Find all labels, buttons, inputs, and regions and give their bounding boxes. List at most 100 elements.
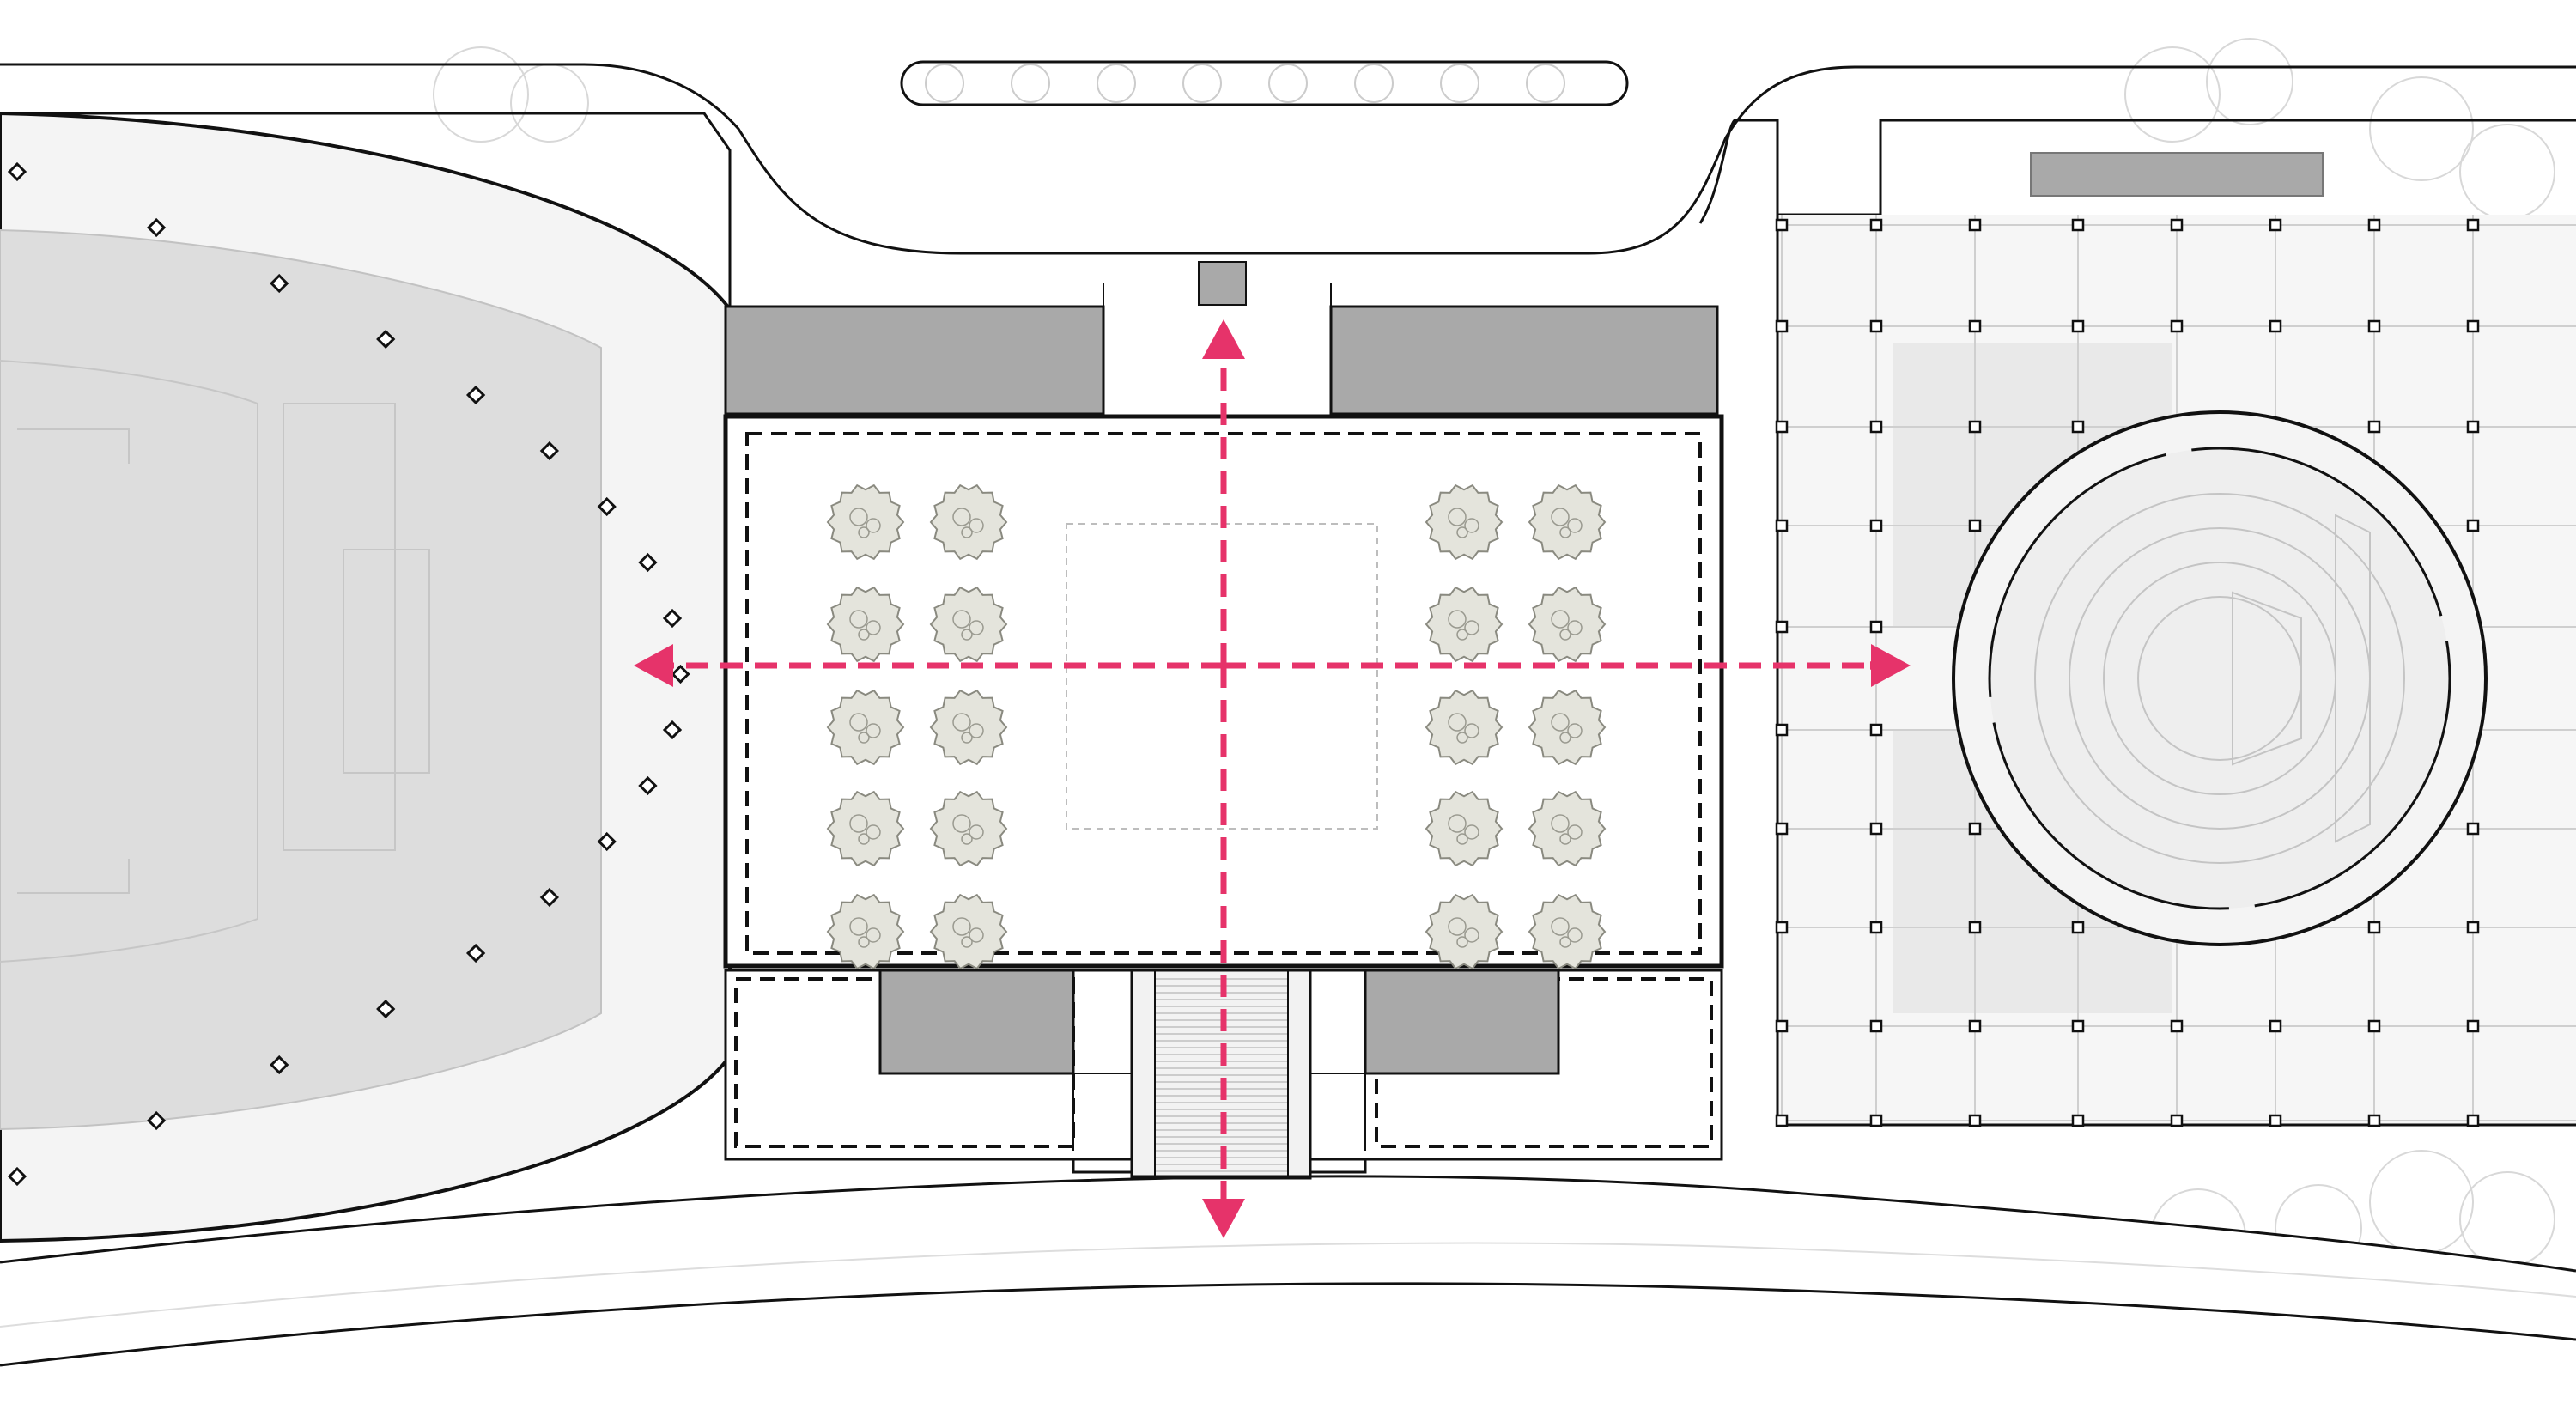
arrow-west-head bbox=[634, 644, 673, 687]
stadium-column bbox=[662, 720, 683, 740]
plaza-tree-detail bbox=[1456, 732, 1468, 744]
plaza-tree-detail bbox=[969, 518, 984, 533]
plaza-tree-detail bbox=[1448, 917, 1467, 936]
plaza-tree bbox=[1425, 790, 1504, 867]
arrow-south-head bbox=[1202, 1199, 1245, 1238]
plaza-tree-detail bbox=[961, 629, 973, 641]
plaza-tree bbox=[929, 790, 1008, 867]
plaza-tree bbox=[1425, 483, 1504, 561]
plaza-tree-detail bbox=[952, 814, 971, 833]
median-tree-circle bbox=[925, 64, 964, 103]
south-right-building bbox=[1364, 969, 1560, 1075]
hall-column bbox=[2071, 1019, 2085, 1033]
median-tree-circle bbox=[1097, 64, 1136, 103]
hall-column bbox=[2466, 519, 2480, 532]
hall-column bbox=[2367, 218, 2381, 232]
arrow-east-head bbox=[1871, 644, 1911, 687]
plaza-tree-detail bbox=[1448, 610, 1467, 629]
plaza-tree-detail bbox=[1559, 629, 1571, 641]
plaza-tree-detail bbox=[1448, 508, 1467, 526]
hall-column bbox=[1968, 218, 1982, 232]
south-annex-details bbox=[1072, 979, 1366, 1151]
stadium-column bbox=[662, 608, 683, 629]
plaza-tree-detail bbox=[1456, 833, 1468, 845]
stadium-column bbox=[638, 552, 658, 573]
plaza-tree-detail bbox=[849, 713, 868, 732]
stadium-columns bbox=[7, 161, 690, 1187]
stadium-column bbox=[270, 1055, 289, 1075]
stairway-treads bbox=[1154, 970, 1289, 1176]
stadium-column bbox=[376, 999, 396, 1019]
hall-column bbox=[2170, 1114, 2184, 1127]
hall-column bbox=[1775, 218, 1789, 232]
plaza-tree-detail bbox=[1567, 824, 1583, 840]
plaza-tree-detail bbox=[1567, 723, 1583, 738]
plaza-tree-detail bbox=[969, 824, 984, 840]
hall-column bbox=[1968, 319, 1982, 333]
hall-column bbox=[2466, 420, 2480, 434]
plaza-tree-detail bbox=[969, 723, 984, 738]
background-tree-circle bbox=[2124, 46, 2221, 143]
hall-column bbox=[2269, 319, 2282, 333]
hall-column bbox=[2367, 921, 2381, 934]
plaza-trees bbox=[826, 483, 1607, 970]
plaza-tree-detail bbox=[1567, 518, 1583, 533]
plaza-tree-detail bbox=[1559, 732, 1571, 744]
north-gate-walls bbox=[1103, 283, 1332, 307]
hall-column bbox=[1869, 723, 1883, 737]
plaza-tree-detail bbox=[866, 927, 881, 943]
plaza-tree bbox=[826, 483, 905, 561]
hall-column bbox=[1968, 921, 1982, 934]
plaza-tree bbox=[826, 689, 905, 766]
plaza-tree-detail bbox=[1551, 814, 1570, 833]
plaza-tree bbox=[826, 586, 905, 663]
hall-column bbox=[1869, 420, 1883, 434]
hall-column bbox=[1775, 420, 1789, 434]
stadium-column bbox=[597, 831, 617, 852]
hall-column bbox=[1968, 420, 1982, 434]
rotunda-seating bbox=[2034, 493, 2405, 864]
hall-column bbox=[2466, 1019, 2480, 1033]
hall-column bbox=[2071, 420, 2085, 434]
hall-column bbox=[2071, 218, 2085, 232]
rotunda-inner-ring bbox=[1988, 447, 2451, 910]
plaza-tree-detail bbox=[961, 526, 973, 538]
stadium-column bbox=[7, 161, 27, 182]
hall-column bbox=[1968, 1019, 1982, 1033]
hall-column bbox=[1869, 218, 1883, 232]
plaza-tree-detail bbox=[858, 936, 870, 948]
stadium bbox=[0, 111, 732, 1243]
median-tree-circle bbox=[1354, 64, 1394, 103]
hall-column bbox=[2269, 1114, 2282, 1127]
stadium-column bbox=[539, 887, 560, 908]
hall-column bbox=[2071, 319, 2085, 333]
plaza-tree bbox=[929, 893, 1008, 970]
plaza-tree-detail bbox=[1448, 814, 1467, 833]
hall-column bbox=[1775, 723, 1789, 737]
plaza-tree-detail bbox=[1464, 620, 1479, 635]
plaza-center-square bbox=[1066, 523, 1378, 830]
hall-column bbox=[1775, 822, 1789, 836]
arrow-north-head bbox=[1202, 319, 1245, 359]
plaza-tree-detail bbox=[1456, 629, 1468, 641]
hall-column bbox=[1869, 519, 1883, 532]
plaza-tree-detail bbox=[1464, 824, 1479, 840]
plaza-tree bbox=[1528, 893, 1607, 970]
stadium-field bbox=[0, 228, 602, 1131]
plaza-tree-detail bbox=[1456, 936, 1468, 948]
hall-column bbox=[1775, 519, 1789, 532]
stadium-column bbox=[465, 943, 486, 963]
background-tree-circle bbox=[2206, 38, 2293, 125]
south-stairway bbox=[1130, 969, 1312, 1178]
plaza-tree-detail bbox=[969, 620, 984, 635]
plaza-tree-detail bbox=[858, 732, 870, 744]
north-right-building bbox=[1329, 305, 1719, 416]
background-tree-circle bbox=[2369, 76, 2474, 181]
plaza-tree-detail bbox=[969, 927, 984, 943]
stadium-column bbox=[146, 1110, 167, 1131]
median-tree-circle bbox=[1011, 64, 1050, 103]
hall-column bbox=[2269, 1019, 2282, 1033]
hall-column bbox=[2466, 218, 2480, 232]
stadium-column bbox=[146, 217, 167, 238]
